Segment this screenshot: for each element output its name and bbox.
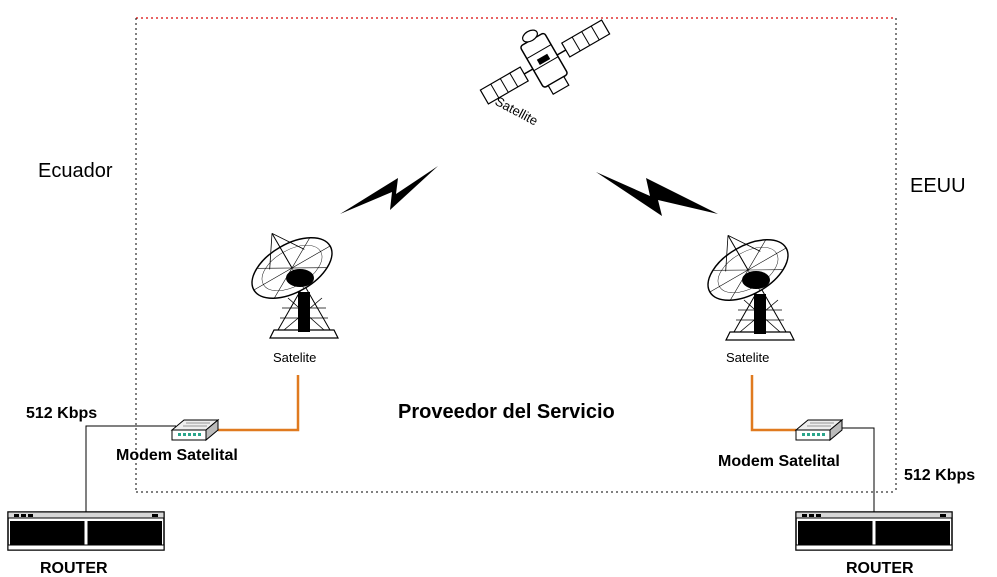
dish-left-label: Satelite xyxy=(273,350,316,365)
router-left-icon xyxy=(6,510,166,552)
satellite-label: Satellite xyxy=(493,93,541,128)
link-left xyxy=(85,425,176,512)
modem-right-icon xyxy=(795,419,843,441)
modem-left-icon xyxy=(171,419,219,441)
cable-right xyxy=(750,375,796,432)
router-left-label: ROUTER xyxy=(40,560,108,577)
modem-right-label: Modem Satelital xyxy=(718,453,840,470)
satellite-icon xyxy=(479,19,611,105)
uplink-bolt-right xyxy=(596,172,718,216)
link-right xyxy=(842,427,875,512)
provider-boundary xyxy=(135,17,897,493)
bandwidth-left-label: 512 Kbps xyxy=(26,405,97,422)
router-right-icon xyxy=(794,510,954,552)
region-label-right: EEUU xyxy=(910,175,966,197)
dish-right-label: Satelite xyxy=(726,350,769,365)
provider-label: Proveedor del Servicio xyxy=(398,401,615,423)
router-right-label: ROUTER xyxy=(846,560,914,577)
region-label-left: Ecuador xyxy=(38,160,113,182)
dish-left-icon xyxy=(233,210,343,339)
uplink-bolt-left xyxy=(340,166,438,214)
cable-left xyxy=(218,375,300,432)
modem-left-label: Modem Satelital xyxy=(116,447,238,464)
dish-right-icon xyxy=(689,212,799,341)
bandwidth-right-label: 512 Kbps xyxy=(904,467,975,484)
